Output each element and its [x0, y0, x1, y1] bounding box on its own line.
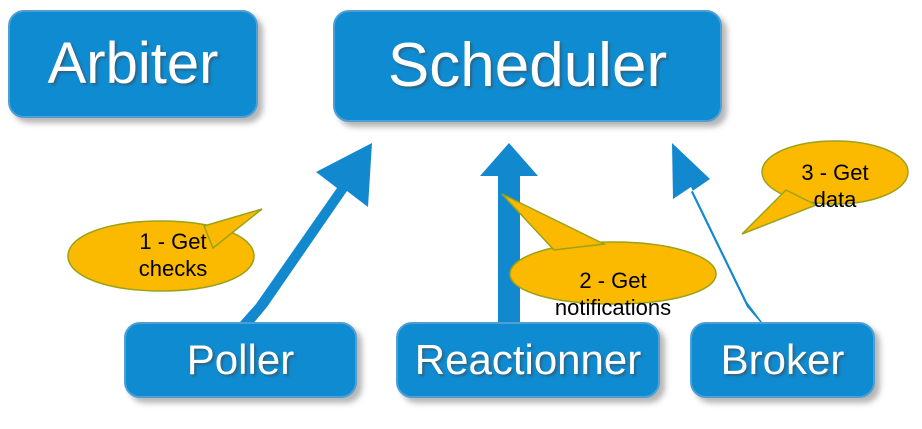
callout-get-data: 3 - Get data	[741, 138, 910, 236]
arrow-reactionner-to-scheduler	[480, 143, 538, 330]
node-poller-label: Poller	[186, 336, 295, 383]
callout-get-checks: 1 - Get checks	[66, 208, 263, 297]
callout-get-notifications-shape	[501, 193, 717, 305]
node-scheduler-label: Scheduler	[387, 31, 668, 100]
callout-get-checks-shape	[67, 208, 263, 292]
node-reactionner-label: Reactionner	[414, 336, 642, 383]
callout-get-notifications: 2 - Get notifications	[501, 193, 718, 320]
node-arbiter-label: Arbiter	[47, 31, 219, 96]
node-poller[interactable]: Poller	[124, 322, 357, 398]
callout-get-data-shape	[741, 140, 909, 235]
node-broker-label: Broker	[720, 336, 845, 383]
node-scheduler[interactable]: Scheduler	[333, 10, 722, 122]
node-broker[interactable]: Broker	[690, 322, 875, 398]
arrow-poller-to-scheduler	[233, 143, 372, 332]
arrow-broker-to-scheduler	[672, 143, 768, 330]
node-reactionner[interactable]: Reactionner	[396, 322, 660, 398]
node-arbiter[interactable]: Arbiter	[8, 10, 258, 118]
